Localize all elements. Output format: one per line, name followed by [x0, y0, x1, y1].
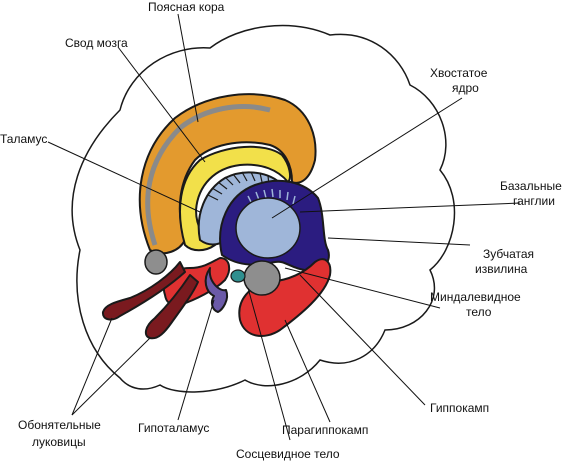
label-caudate-nucleus-line2: ядро [452, 81, 479, 95]
caudate-nucleus-shape [235, 197, 301, 259]
label-mammillary-body: Сосцевидное тело [236, 447, 340, 461]
hypothalamus-shape [204, 267, 228, 313]
label-parahippocampus: Парагиппокамп [282, 423, 368, 437]
label-olfactory-bulbs-line1: Обонятельные [18, 418, 101, 432]
label-olfactory-bulbs-line2: луковицы [32, 435, 86, 449]
gray-blob-left [144, 249, 168, 275]
label-thalamus: Таламус [0, 132, 47, 146]
label-cingulate-cortex: Поясная кора [148, 0, 225, 14]
label-basal-ganglia-line1: Базальные [500, 179, 562, 193]
label-dentate-gyrus-line2: извилина [475, 262, 528, 276]
label-hypothalamus: Гипоталамус [138, 421, 209, 435]
amygdala-shape [243, 260, 281, 296]
label-fornix: Свод мозга [65, 36, 128, 50]
label-amygdala-line1: Миндалевидное [430, 290, 521, 304]
leader-lines [47, 13, 521, 441]
label-dentate-gyrus-line1: Зубчатая [483, 247, 534, 261]
label-amygdala-line2: тело [466, 305, 492, 319]
mammillary-body-shape [230, 269, 246, 283]
label-caudate-nucleus-line1: Хвостатое [430, 66, 488, 80]
olfactory-bulb-right [144, 274, 199, 340]
label-hippocampus: Гиппокамп [430, 401, 489, 415]
label-basal-ganglia-line2: ганглии [513, 194, 555, 208]
olfactory-bulb-left [101, 261, 186, 321]
